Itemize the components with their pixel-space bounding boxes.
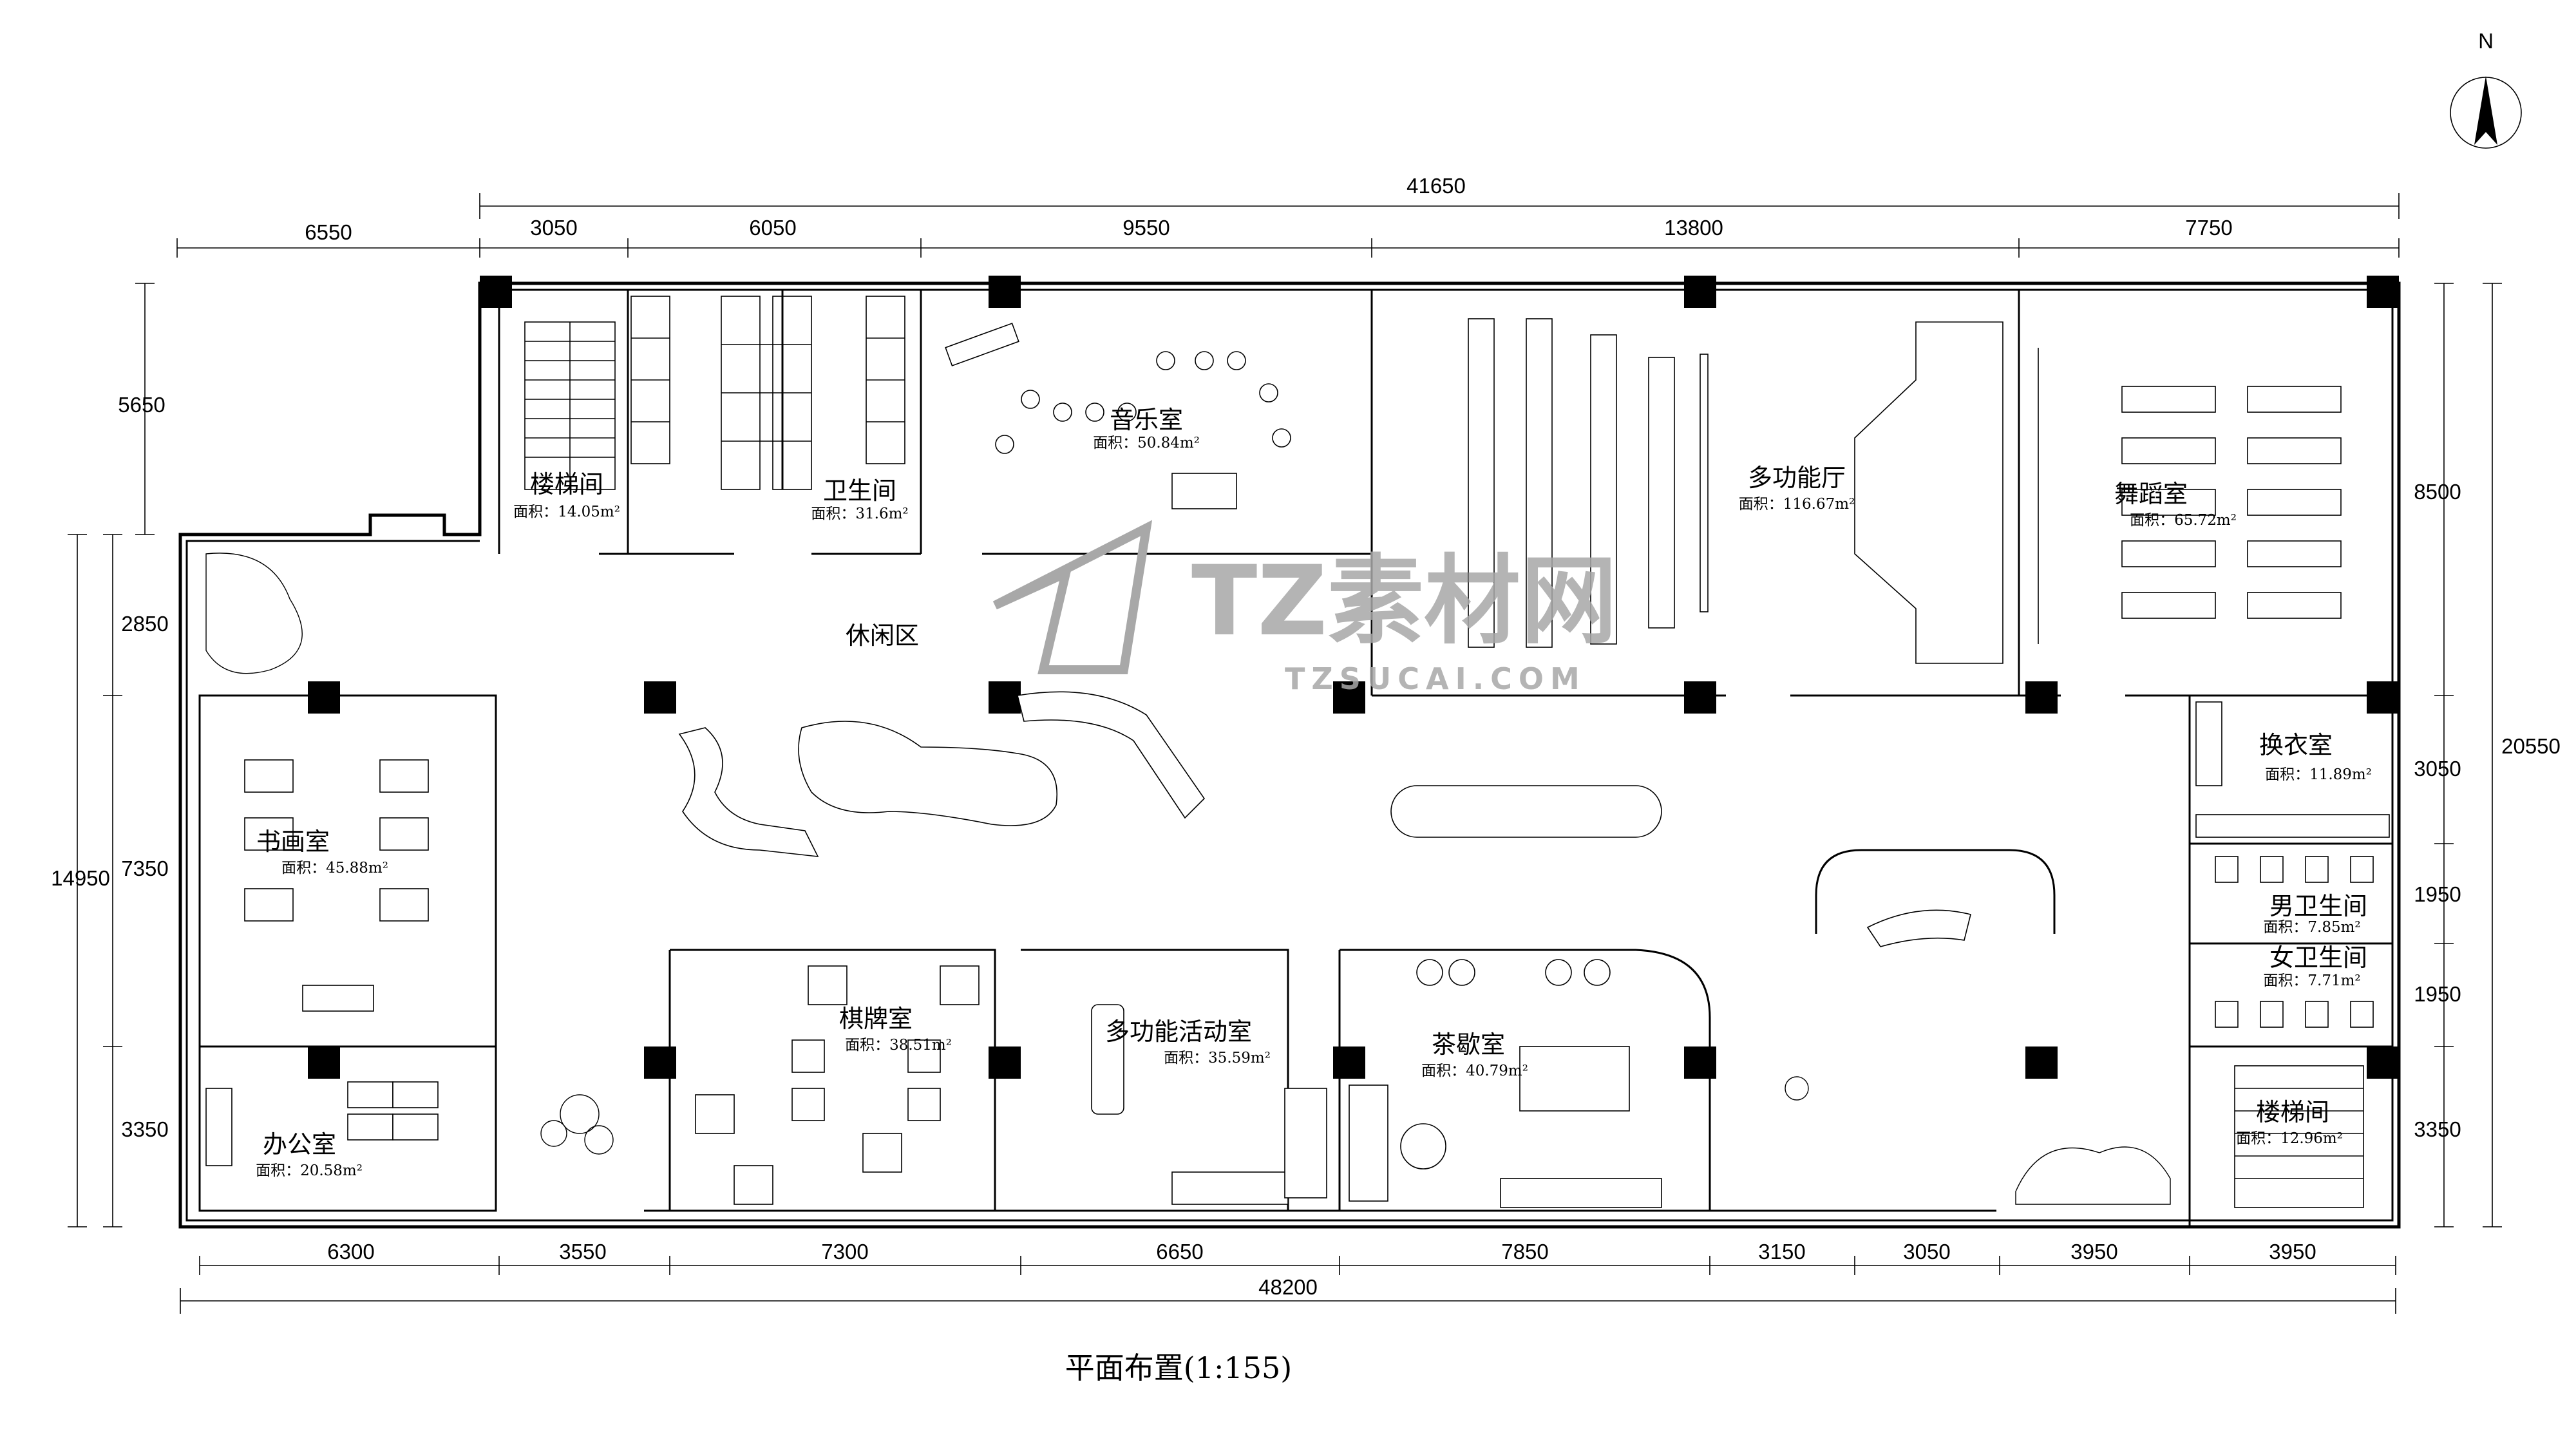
room-stair-top-area: 面积：14.05m² bbox=[513, 504, 620, 520]
room-women-wc-area: 面积：7.71m² bbox=[2263, 972, 2360, 989]
dim-bottom-9: 3950 bbox=[2269, 1240, 2316, 1264]
music-room-seats bbox=[945, 323, 1291, 509]
tea-room-furniture bbox=[1349, 959, 1662, 1208]
room-women-wc-name: 女卫生间 bbox=[2269, 943, 2367, 972]
room-wc-name: 卫生间 bbox=[823, 477, 896, 505]
dim-bottom-7: 3050 bbox=[1903, 1240, 1950, 1264]
room-activity-area: 面积：35.59m² bbox=[1164, 1050, 1271, 1066]
dim-left-total: 14950 bbox=[51, 866, 110, 890]
lounge-furniture bbox=[678, 691, 1971, 947]
card-tables bbox=[695, 965, 980, 1205]
dim-right-2: 3050 bbox=[2414, 757, 2461, 781]
dim-bottom-4: 6650 bbox=[1156, 1240, 1203, 1264]
room-stair-bottom-area: 面积：12.96m² bbox=[2236, 1130, 2343, 1147]
dim-left-3: 3350 bbox=[121, 1117, 168, 1141]
room-changing-name: 换衣室 bbox=[2259, 731, 2333, 759]
dim-left-upper: 5650 bbox=[118, 393, 165, 417]
hall-seating-rows bbox=[1468, 318, 2003, 664]
dim-bottom-6: 3150 bbox=[1758, 1240, 1805, 1264]
room-office-area: 面积：20.58m² bbox=[256, 1162, 363, 1179]
dim-top-5: 7750 bbox=[2185, 216, 2232, 240]
dim-bottom-1: 6300 bbox=[327, 1240, 374, 1264]
north-arrow-icon: N bbox=[2450, 29, 2522, 149]
structural-columns bbox=[308, 276, 2399, 1079]
dim-top-4: 13800 bbox=[1664, 216, 1723, 240]
north-label: N bbox=[2478, 29, 2494, 53]
room-dance-name: 舞蹈室 bbox=[2114, 480, 2188, 508]
room-office-name: 办公室 bbox=[263, 1130, 336, 1159]
room-changing-area: 面积：11.89m² bbox=[2265, 766, 2372, 783]
watermark: TZ素材网 TZSUCAI.COM bbox=[992, 520, 1617, 696]
planter-icon bbox=[205, 553, 2171, 1205]
dim-right-total: 20550 bbox=[2501, 734, 2561, 758]
room-tea-name: 茶歇室 bbox=[1432, 1030, 1505, 1059]
drawing-title: 平面布置(1:155) bbox=[1065, 1350, 1292, 1385]
room-music-area: 面积：50.84m² bbox=[1093, 435, 1200, 451]
dim-left-1: 2850 bbox=[121, 612, 168, 636]
dim-right-5: 3350 bbox=[2414, 1117, 2461, 1141]
room-music-name: 音乐室 bbox=[1110, 406, 1183, 434]
room-tea-area: 面积：40.79m² bbox=[1421, 1063, 1528, 1079]
dim-bottom-8: 3950 bbox=[2070, 1240, 2117, 1264]
room-men-wc-area: 面积：7.85m² bbox=[2263, 919, 2360, 936]
toilet-cubicles bbox=[630, 296, 905, 490]
dim-right-1: 8500 bbox=[2414, 480, 2461, 504]
watermark-url: TZSUCAI.COM bbox=[1285, 661, 1586, 696]
building-walls bbox=[178, 281, 2401, 1229]
dance-room-mats bbox=[2038, 348, 2342, 644]
room-hall-name: 多功能厅 bbox=[1748, 464, 1846, 492]
room-hall-area: 面积：116.67m² bbox=[1739, 496, 1855, 513]
dim-right-3: 1950 bbox=[2414, 882, 2461, 906]
room-lounge-name: 休闲区 bbox=[846, 621, 919, 650]
stair-bottom-icon bbox=[2234, 1065, 2364, 1208]
calligraphy-desks bbox=[244, 759, 429, 1012]
stair-top-icon bbox=[524, 321, 616, 490]
office-desks bbox=[205, 1081, 439, 1166]
room-wc-area: 面积：31.6m² bbox=[811, 506, 908, 522]
room-calligraphy-area: 面积：45.88m² bbox=[281, 860, 388, 876]
dim-right-4: 1950 bbox=[2414, 982, 2461, 1006]
dim-left-2: 7350 bbox=[121, 857, 168, 880]
dimension-lines bbox=[68, 193, 2502, 1314]
room-cards-name: 棋牌室 bbox=[839, 1005, 913, 1033]
dim-bottom-3: 7300 bbox=[821, 1240, 868, 1264]
room-cards-area: 面积：38.51m² bbox=[845, 1037, 952, 1054]
room-activity-name: 多功能活动室 bbox=[1105, 1018, 1252, 1046]
dim-bottom-2: 3550 bbox=[559, 1240, 606, 1264]
room-stair-top-name: 楼梯间 bbox=[530, 470, 603, 498]
dim-top-total: 41650 bbox=[1406, 174, 1466, 198]
activity-table bbox=[1091, 1004, 1327, 1205]
dim-bottom-total: 48200 bbox=[1258, 1275, 1318, 1299]
dim-top-3: 9550 bbox=[1122, 216, 1170, 240]
room-men-wc-name: 男卫生间 bbox=[2269, 892, 2367, 920]
changing-lockers bbox=[2195, 701, 2390, 1028]
room-labels: 楼梯间 面积：14.05m² 卫生间 面积：31.6m² 音乐室 面积：50.8… bbox=[256, 406, 2372, 1179]
room-dance-area: 面积：65.72m² bbox=[2130, 512, 2237, 529]
watermark-brand: TZ素材网 bbox=[1191, 545, 1617, 658]
dim-top-left: 6550 bbox=[305, 220, 352, 244]
dim-top-1: 3050 bbox=[530, 216, 577, 240]
dim-bottom-5: 7850 bbox=[1501, 1240, 1548, 1264]
dimension-texts: 41650 6550 3050 6050 9550 13800 7750 630… bbox=[51, 174, 2561, 1299]
room-stair-bottom-name: 楼梯间 bbox=[2256, 1098, 2329, 1126]
room-calligraphy-name: 书画室 bbox=[256, 828, 330, 856]
dim-top-2: 6050 bbox=[749, 216, 796, 240]
